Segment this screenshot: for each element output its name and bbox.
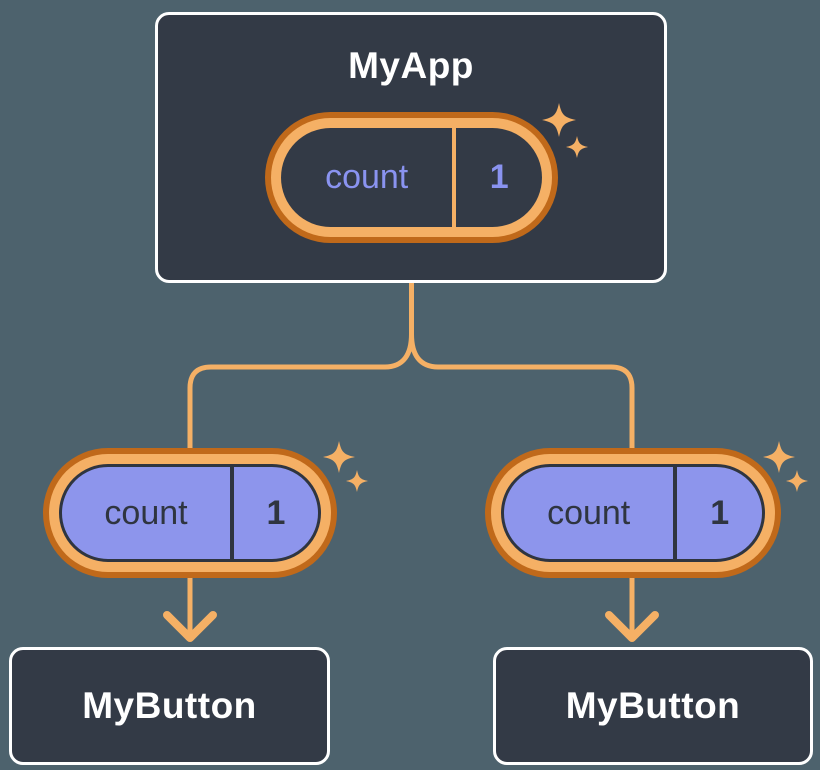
connector-left-branch [187,281,414,633]
prop-value: 1 [266,493,286,532]
component-node-mybutton-left: MyButton [9,647,330,765]
prop-value: 1 [710,493,730,532]
component-node-mybutton-right: MyButton [493,647,813,765]
arrow-down-left-icon [163,611,217,642]
prop-pill-core: count 1 [501,464,765,562]
connector-right-branch [409,281,635,633]
node-title-myapp: MyApp [348,45,474,86]
prop-name: count [547,493,631,532]
state-pill-myapp: count 1 [265,112,558,243]
prop-pill-right: count 1 [485,448,781,578]
node-title-mybutton-left: MyButton [82,685,257,726]
prop-pill-core: count 1 [59,464,321,562]
prop-pill-ring: count 1 [49,454,331,572]
state-pill-divider [452,128,457,227]
state-pill-ring: count 1 [271,118,552,237]
node-title-mybutton-right: MyButton [565,685,741,726]
prop-pill-divider [230,467,234,559]
state-value: 1 [489,158,509,196]
state-pill-core: count 1 [281,128,542,227]
arrow-down-right-icon [605,611,659,642]
prop-pill-divider [673,467,678,559]
prop-pill-ring: count 1 [491,454,775,572]
prop-name: count [104,493,188,532]
prop-pill-left: count 1 [43,448,337,578]
state-name: count [325,158,409,196]
